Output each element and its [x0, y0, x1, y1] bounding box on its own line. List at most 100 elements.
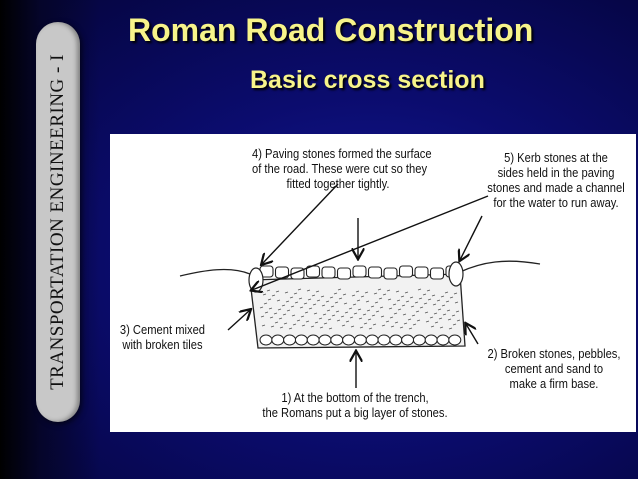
gravel-fleck	[299, 306, 304, 309]
gravel-fleck	[452, 323, 457, 326]
gravel-fleck	[303, 302, 308, 305]
gravel-fleck	[289, 296, 294, 299]
gravel-fleck	[342, 293, 347, 296]
label-bottom-line-2: the Romans put a big layer of stones.	[262, 405, 448, 420]
gravel-fleck	[432, 303, 437, 306]
gravel-fleck	[338, 297, 343, 300]
arrow-cement	[227, 310, 250, 331]
gravel-fleck	[335, 310, 340, 313]
label-paving-line-3: fitted together tightly.	[286, 176, 390, 191]
gravel-fleck	[417, 288, 422, 291]
gravel-fleck	[270, 325, 275, 328]
gravel-fleck	[402, 313, 407, 316]
gravel-fleck	[310, 325, 315, 328]
label-broken-line-2: cement and sand to	[504, 361, 604, 376]
paving-stone	[414, 266, 429, 279]
cross-section-figure: 4) Paving stones formed the surface of t…	[110, 134, 636, 432]
foundation-stone	[377, 334, 391, 346]
gravel-fleck	[393, 312, 398, 315]
gravel-fleck	[297, 288, 302, 291]
gravel-fleck	[267, 298, 272, 301]
label-kerb-stones: 5) Kerb stones at the sides held in the …	[487, 150, 625, 210]
gravel-fleck	[291, 314, 296, 317]
gravel-fleck	[370, 305, 375, 308]
gravel-fleck	[282, 313, 287, 316]
gravel-fleck	[344, 311, 349, 314]
gravel-fleck	[386, 289, 391, 292]
gravel-fleck	[327, 318, 332, 321]
gravel-fleck	[430, 325, 435, 328]
gravel-fleck	[374, 301, 379, 304]
side-label-pill	[36, 22, 80, 422]
gravel-fleck	[387, 298, 392, 301]
gravel-fleck	[274, 321, 279, 324]
gravel-fleck	[358, 317, 363, 320]
ground-line-left	[179, 268, 251, 277]
gravel-fleck	[351, 294, 356, 297]
kerb-stone-right	[448, 261, 464, 287]
gravel-fleck	[380, 315, 385, 318]
gravel-fleck	[296, 319, 301, 322]
label-cement-line-1: 3) Cement mixed	[119, 322, 206, 337]
gravel-fleck	[312, 303, 317, 306]
gravel-fleck	[264, 311, 269, 314]
gravel-fleck	[321, 304, 326, 307]
gravel-fleck	[382, 293, 387, 296]
gravel-fleck	[441, 304, 446, 307]
gravel-fleck	[453, 292, 458, 295]
foundation-stone	[412, 334, 426, 346]
gravel-fleck	[275, 290, 280, 293]
gravel-fleck	[276, 299, 281, 302]
slide-subtitle: Basic cross section	[250, 66, 485, 94]
gravel-fleck	[422, 293, 427, 296]
gravel-fleck	[416, 319, 421, 322]
gravel-fleck	[429, 316, 434, 319]
paving-stone	[367, 266, 383, 279]
gravel-fleck	[425, 320, 430, 323]
gravel-fleck	[456, 319, 461, 322]
label-paving-stones: 4) Paving stones formed the surface of t…	[252, 146, 432, 191]
arrow-kerb-right	[460, 215, 483, 260]
gravel-fleck	[311, 294, 316, 297]
gravel-fleck	[326, 309, 331, 312]
gravel-fleck	[423, 302, 428, 305]
gravel-fleck	[455, 310, 460, 313]
gravel-fleck	[444, 291, 449, 294]
gravel-fleck	[438, 317, 443, 320]
gravel-fleck	[292, 323, 297, 326]
gravel-fleck	[412, 323, 417, 326]
gravel-fleck	[300, 315, 305, 318]
paving-stone	[398, 265, 414, 278]
gravel-fleck	[418, 297, 423, 300]
gravel-fleck	[285, 300, 290, 303]
foundation-stone	[259, 334, 273, 346]
gravel-fleck	[277, 308, 282, 311]
gravel-fleck	[307, 298, 312, 301]
gravel-fleck	[345, 320, 350, 323]
gravel-fleck	[403, 322, 408, 325]
gravel-fleck	[301, 324, 306, 327]
gravel-fleck	[273, 312, 278, 315]
gravel-fleck	[364, 291, 369, 294]
slide-title: Roman Road Construction	[128, 12, 534, 48]
gravel-fleck	[260, 315, 265, 318]
gravel-fleck	[355, 290, 360, 293]
paving-stone	[321, 266, 336, 279]
gravel-fleck	[396, 299, 401, 302]
gravel-fleck	[308, 307, 313, 310]
gravel-fleck	[271, 294, 276, 297]
gravel-fleck	[333, 292, 338, 295]
gravel-fleck	[340, 315, 345, 318]
gravel-fleck	[447, 318, 452, 321]
label-kerb-line-1: 5) Kerb stones at the	[504, 150, 608, 165]
paving-stone	[383, 267, 398, 280]
gravel-fleck	[353, 312, 358, 315]
gravel-fleck	[294, 301, 299, 304]
gravel-fleck	[334, 301, 339, 304]
gravel-fleck	[348, 307, 353, 310]
gravel-fleck	[434, 321, 439, 324]
gravel-fleck	[381, 324, 386, 327]
gravel-fleck	[446, 309, 451, 312]
paving-stone	[352, 265, 367, 278]
gravel-fleck	[360, 295, 365, 298]
